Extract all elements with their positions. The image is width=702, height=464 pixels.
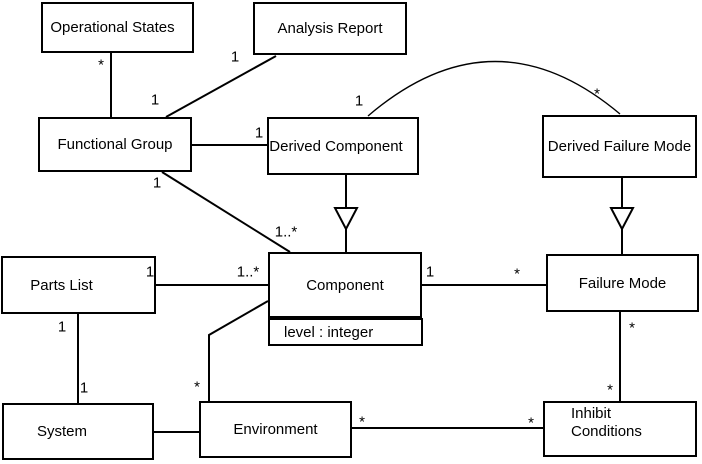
assoc-component-environment (208, 300, 269, 401)
multiplicity-label: 1 (145, 263, 155, 281)
multiplicity-label: 1..* (236, 263, 260, 281)
multiplicity-label: * (359, 413, 365, 431)
generalization-arrow-derivedcomponent (333, 207, 359, 232)
assoc-functionalgroup-component (161, 171, 291, 253)
class-label: Failure Mode (578, 274, 667, 292)
attribute-label: level : integer (284, 323, 374, 341)
class-label: Functional Group (57, 136, 173, 153)
class-component-attributes: level : integer (268, 318, 423, 346)
multiplicity-label: * (98, 56, 104, 74)
class-system: System (2, 403, 154, 460)
multiplicity-label: * (629, 319, 635, 337)
class-label: Component (306, 276, 384, 294)
class-label-line: Conditions (571, 423, 642, 440)
multiplicity-label: 1 (152, 174, 162, 192)
class-analysis-report: Analysis Report (253, 2, 407, 55)
class-label: Parts List (30, 276, 93, 294)
class-component: Component (268, 252, 422, 318)
multiplicity-label: * (528, 414, 534, 432)
multiplicity-label: * (607, 381, 613, 399)
class-operational-states: Operational States (41, 2, 194, 53)
multiplicity-label: 1 (57, 318, 67, 336)
multiplicity-label: 1 (79, 379, 89, 397)
class-functional-group: Functional Group (38, 117, 192, 172)
class-label: Analysis Report (277, 20, 383, 37)
class-label: Derived Failure Mode (547, 138, 692, 155)
multiplicity-label: 1 (354, 92, 364, 110)
assoc-functionalgroup-analysisreport (165, 55, 277, 118)
generalization-arrow-derivedfailuremode (609, 207, 635, 232)
class-label-line: Inhibit (571, 405, 612, 422)
multiplicity-label: 1 (150, 91, 160, 109)
multiplicity-label: 1..* (274, 223, 298, 241)
class-failure-mode: Failure Mode (546, 254, 699, 312)
class-environment: Environment (199, 401, 352, 458)
class-label: Derived Component (269, 137, 403, 155)
class-derived-component: Derived Component (267, 117, 419, 175)
multiplicity-label: 1 (254, 124, 264, 142)
multiplicity-label: * (594, 85, 600, 103)
class-label: System (36, 423, 87, 440)
class-derived-failure-mode: Derived Failure Mode (542, 115, 697, 178)
class-parts-list: Parts List (1, 256, 156, 314)
multiplicity-label: * (194, 378, 200, 396)
multiplicity-label: * (514, 265, 520, 283)
assoc-derivedcomponent-derivedfailuremode (367, 60, 621, 117)
multiplicity-label: 1 (230, 48, 240, 66)
class-inhibit-conditions: Inhibit Conditions (543, 401, 697, 457)
multiplicity-label: 1 (425, 263, 435, 281)
class-label: Environment (233, 421, 318, 438)
class-label: Operational States (50, 19, 175, 36)
